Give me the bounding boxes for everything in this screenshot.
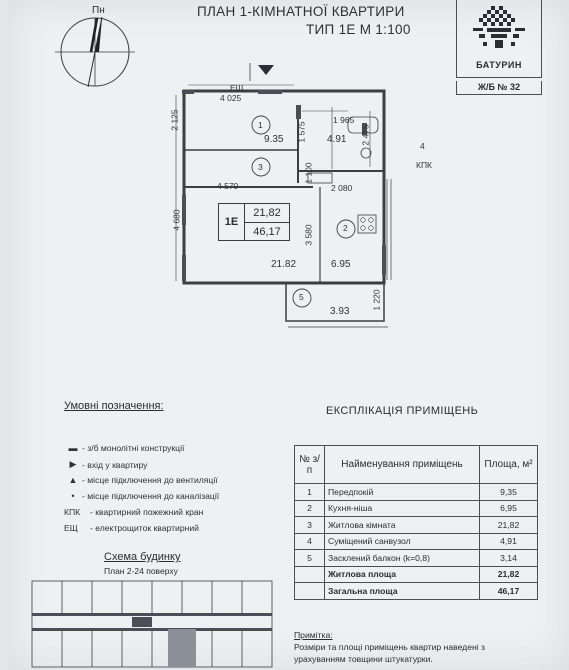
room-2-area: 6.95 bbox=[331, 259, 351, 270]
logo-text: БАТУРИН bbox=[476, 60, 522, 70]
note-title: Примітка: bbox=[294, 630, 333, 640]
baturin-logo-icon bbox=[473, 6, 525, 48]
col-num: № з/п bbox=[294, 445, 325, 484]
room-1-area: 9.35 bbox=[264, 134, 284, 145]
row-area: 4,91 bbox=[479, 532, 538, 550]
compass-icon bbox=[55, 16, 135, 88]
badge-living-area: 21,82 bbox=[245, 204, 289, 223]
note-text-line2: урахуванням товщини штукатурки. bbox=[294, 654, 433, 664]
room-3-number: 3 bbox=[258, 162, 263, 172]
room-2-number: 2 bbox=[343, 223, 348, 233]
dim-bath-width: 1 965 bbox=[333, 115, 355, 125]
table-row: 5 Засклений балкон (k=0,8) 3,14 bbox=[294, 549, 538, 567]
table-row: 2 Кухня-ніша 6,95 bbox=[294, 499, 538, 517]
legend-title: Умовні позначення: bbox=[64, 400, 164, 412]
room-4-number: 4 bbox=[420, 141, 425, 151]
table-row: 1 Передпокій 9,35 bbox=[294, 483, 538, 501]
building-scheme bbox=[31, 580, 273, 668]
apartment-type-badge: 1Е 21,82 46,17 bbox=[218, 203, 290, 241]
total-area-row: Загальна площа 46,17 bbox=[294, 582, 538, 600]
room-5-area: 3.93 bbox=[330, 306, 350, 317]
col-area: Площа, м² bbox=[479, 445, 538, 484]
north-label: Пн bbox=[92, 5, 105, 16]
logo-box: БАТУРИН bbox=[456, 0, 542, 78]
legend-item: ▶ - вхід у квартиру bbox=[64, 459, 148, 470]
dim-kitchen-width: 4 570 bbox=[217, 181, 239, 191]
legend-item: ЕЩ - електрощиток квартирний bbox=[64, 523, 199, 533]
table-header: № з/п Найменування приміщень Площа, м² bbox=[294, 445, 538, 484]
row-name: Житлова кімната bbox=[324, 516, 480, 534]
row-area: 6,95 bbox=[479, 499, 538, 517]
note-text-line1: Розміри та площі приміщень квартир навед… bbox=[294, 642, 485, 652]
dim-vert-c: 3 580 bbox=[303, 224, 314, 246]
legend-item-text: - квартирний пожежний кран bbox=[90, 507, 204, 517]
dim-vert-a: 1 575 bbox=[296, 121, 307, 143]
row-name: Засклений балкон (k=0,8) bbox=[324, 549, 480, 567]
row-name: Суміщений санвузол bbox=[324, 532, 480, 550]
building-number: Ж/Б № 32 bbox=[456, 81, 542, 95]
plan-title: ПЛАН 1-КІМНАТНОЇ КВАРТИРИ bbox=[197, 4, 405, 19]
explication-table: № з/п Найменування приміщень Площа, м² 1… bbox=[294, 445, 538, 600]
ventilation-icon: ▲ bbox=[68, 475, 78, 485]
legend-item: • - місце підключення до каналізації bbox=[64, 491, 219, 501]
row-num: 2 bbox=[294, 499, 325, 517]
legend-item-text: - місце підключення до вентиляції bbox=[82, 475, 218, 485]
legend-item-text: - з/б монолітні конструкції bbox=[82, 443, 185, 453]
col-name: Найменування приміщень bbox=[324, 445, 480, 484]
row-area: 3,14 bbox=[479, 549, 538, 567]
scheme-subtitle: План 2-24 поверху bbox=[104, 566, 178, 576]
legend-key: ЕЩ bbox=[64, 523, 78, 533]
dim-left-top: 2 125 bbox=[169, 109, 180, 131]
table-row: 4 Суміщений санвузол 4,91 bbox=[294, 532, 538, 550]
row-num: 5 bbox=[294, 549, 325, 567]
row-area: 9,35 bbox=[479, 483, 538, 501]
kpk-label: КПК bbox=[416, 160, 433, 170]
panel-label: ЕЩ bbox=[230, 83, 244, 93]
legend-item: ▲ - місце підключення до вентиляції bbox=[64, 475, 218, 485]
living-area-value: 21,82 bbox=[479, 565, 538, 583]
document-sheet: Пн ПЛАН 1-КІМНАТНОЇ КВАРТИРИ ТИП 1Е М 1:… bbox=[8, 0, 569, 670]
legend-key: КПК bbox=[64, 507, 81, 517]
row-num: 3 bbox=[294, 516, 325, 534]
legend-item-text: - місце підключення до каналізації bbox=[82, 491, 220, 501]
row-num: 4 bbox=[294, 532, 325, 550]
dim-bath-height: 2 475 bbox=[360, 124, 371, 146]
row-num: 1 bbox=[294, 483, 325, 501]
dim-left-mid: 4 680 bbox=[171, 209, 182, 231]
row-area: 21,82 bbox=[479, 516, 538, 534]
table-row: 3 Житлова кімната 21,82 bbox=[294, 516, 538, 534]
dim-balcony-height: 1 220 bbox=[371, 289, 382, 311]
plan-type-scale: ТИП 1Е М 1:100 bbox=[306, 22, 411, 37]
living-area-row: Житлова площа 21,82 bbox=[294, 565, 538, 583]
legend-item: КПК - квартирний пожежний кран bbox=[64, 507, 203, 517]
total-area-value: 46,17 bbox=[479, 582, 538, 600]
entrance-icon: ▶ bbox=[69, 459, 77, 469]
apartment-type: 1Е bbox=[219, 204, 245, 240]
dim-bath-bottom: 2 080 bbox=[331, 183, 353, 193]
room-5-number: 5 bbox=[299, 292, 304, 302]
dim-vert-b: 1 100 bbox=[303, 162, 314, 184]
scheme-title: Схема будинку bbox=[104, 551, 181, 563]
floor-plan bbox=[175, 63, 392, 328]
explication-title: ЕКСПЛІКАЦІЯ ПРИМІЩЕНЬ bbox=[326, 405, 479, 417]
badge-total-area: 46,17 bbox=[253, 226, 281, 238]
room-4-area: 4.91 bbox=[327, 134, 347, 145]
total-area-label: Загальна площа bbox=[324, 582, 480, 600]
row-name: Передпокій bbox=[324, 483, 480, 501]
dim-top-width: 4 025 bbox=[220, 93, 242, 103]
concrete-structure-icon: ▬ bbox=[68, 443, 78, 453]
room-1-number: 1 bbox=[258, 120, 263, 130]
row-name: Кухня-ніша bbox=[324, 499, 480, 517]
legend-item: ▬ - з/б монолітні конструкції bbox=[64, 443, 185, 453]
legend-item-text: - електрощиток квартирний bbox=[90, 523, 199, 533]
legend-item-text: - вхід у квартиру bbox=[82, 459, 148, 470]
room-3-area: 21.82 bbox=[271, 259, 297, 270]
sewerage-icon: • bbox=[71, 491, 75, 501]
living-area-label: Житлова площа bbox=[324, 565, 480, 583]
